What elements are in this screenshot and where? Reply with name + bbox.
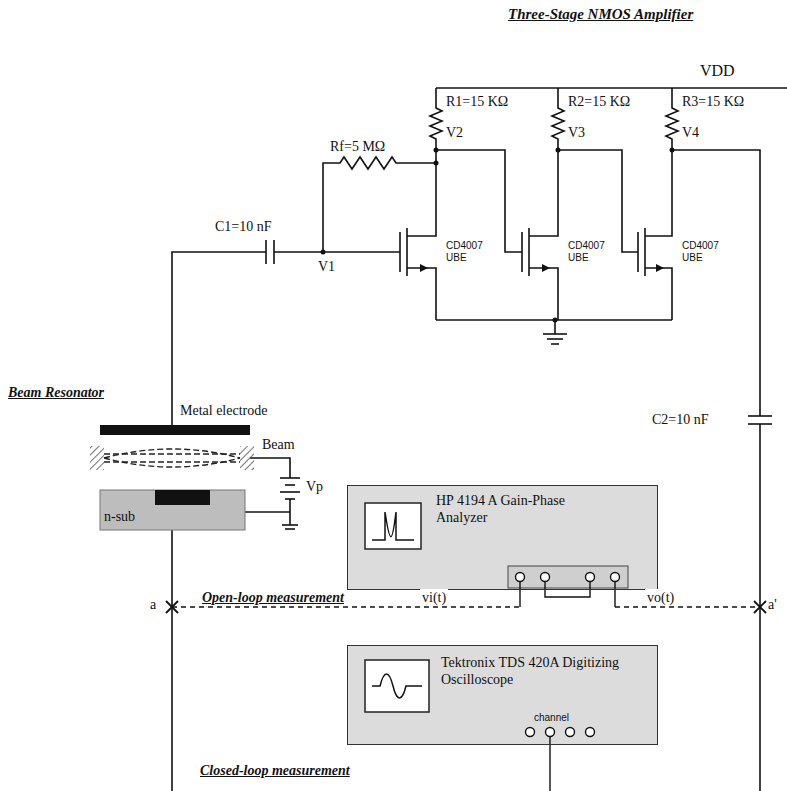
section-heading: Open-loop measurement (200, 589, 346, 606)
signal-name: vo(t) (645, 589, 676, 606)
transistor-part: CD4007 UBE (568, 240, 612, 264)
resistor-label: R3=15 KΩ (682, 93, 744, 110)
signal-name: vi(t) (420, 589, 448, 606)
resistor-label: Rf=5 MΩ (330, 138, 385, 155)
instrument-name: HP 4194 A Gain-Phase Analyzer (436, 492, 566, 526)
section-heading: Beam Resonator (8, 384, 104, 401)
source-label: Vp (306, 478, 323, 495)
supply-label: VDD (700, 62, 735, 79)
transistor-part: CD4007 UBE (446, 240, 490, 264)
terminal-name: a' (768, 596, 777, 613)
section-heading: Closed-loop measurement (200, 762, 350, 779)
transistor-part: CD4007 UBE (682, 240, 726, 264)
node-voltage: V3 (568, 124, 585, 141)
node-voltage: V2 (446, 124, 463, 141)
terminal-name: a (150, 596, 156, 613)
part-label: n-sub (104, 508, 135, 525)
diagram-title: Three-Stage NMOS Amplifier (508, 6, 693, 23)
capacitor-label: C1=10 nF (215, 218, 272, 235)
instrument-name: Tektronix TDS 420A Digitizing Oscillosco… (441, 654, 646, 688)
port-label: channel (534, 709, 569, 726)
resistor-label: R1=15 KΩ (446, 93, 508, 110)
instrument-box: Tektronix TDS 420A Digitizing Oscillosco… (347, 645, 658, 745)
node-voltage: V4 (682, 124, 699, 141)
capacitor-label: C2=10 nF (652, 411, 709, 428)
resistor-label: R2=15 KΩ (568, 93, 630, 110)
part-label: Beam (262, 436, 295, 453)
part-label: Metal electrode (180, 402, 267, 419)
instrument-box: HP 4194 A Gain-Phase Analyzer (347, 485, 658, 590)
node-voltage: V1 (318, 258, 335, 275)
